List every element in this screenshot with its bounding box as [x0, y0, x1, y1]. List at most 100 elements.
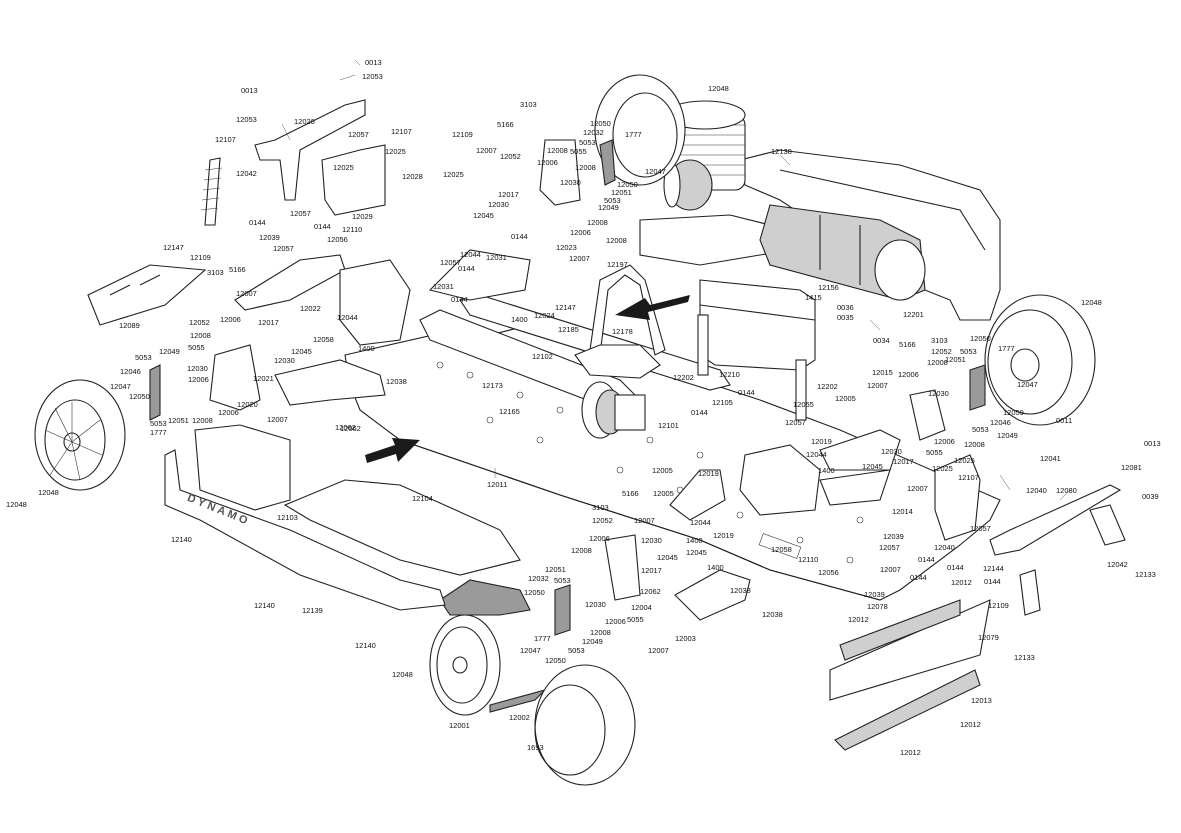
part-label: 12079 — [978, 633, 999, 642]
part-label: 12049 — [997, 431, 1018, 440]
part-label: 12058 — [313, 335, 334, 344]
part-label: 12202 — [817, 382, 838, 391]
part-label: 12025 — [333, 163, 354, 172]
part-label: 12202 — [673, 373, 694, 382]
part-label: 12045 — [473, 211, 494, 220]
part-label: 12051 — [545, 565, 566, 574]
suspension-arms — [234, 249, 901, 621]
part-label: 1400 — [686, 536, 703, 545]
tire-1693 — [534, 664, 636, 786]
part-label: 0035 — [837, 313, 854, 322]
part-label: 12048 — [392, 670, 413, 679]
part-label: 12021 — [253, 374, 274, 383]
part-label: 12001 — [449, 721, 470, 730]
part-label: 12007 — [907, 484, 928, 493]
part-label: 12028 — [402, 172, 423, 181]
fuel-tank-direction-arrow — [615, 295, 690, 320]
part-label: 5055 — [627, 615, 644, 624]
part-label: 12045 — [686, 548, 707, 557]
part-label: 12005 — [653, 489, 674, 498]
radio-tray-direction-arrow — [365, 438, 420, 463]
part-label: 1777 — [998, 344, 1015, 353]
part-label: 5055 — [926, 448, 943, 457]
part-label: 12005 — [652, 466, 673, 475]
part-label: 12044 — [690, 518, 711, 527]
part-label: 12109 — [452, 130, 473, 139]
part-label: 12007 — [880, 565, 901, 574]
part-label: 12007 — [569, 254, 590, 263]
part-label: 0144 — [947, 563, 964, 572]
part-label: 12140 — [355, 641, 376, 650]
part-label: 1400 — [511, 315, 528, 324]
part-label: 12103 — [277, 513, 298, 522]
roll-bar-12197 — [574, 264, 666, 379]
part-label: 1400 — [818, 466, 835, 475]
part-label: 12046 — [990, 418, 1011, 427]
leader-lines — [281, 59, 1071, 501]
part-label: 12049 — [582, 637, 603, 646]
part-label: 12107 — [958, 473, 979, 482]
part-label: 12050 — [617, 180, 638, 189]
part-label: 12025 — [954, 456, 975, 465]
part-label: 12050 — [545, 656, 566, 665]
part-label: 12048 — [708, 84, 729, 93]
part-label: 12104 — [412, 494, 433, 503]
part-label: 12006 — [898, 370, 919, 379]
part-label: 12133 — [1135, 570, 1156, 579]
part-label: 12007 — [267, 415, 288, 424]
radio-box — [194, 424, 291, 511]
part-label: 5166 — [497, 120, 514, 129]
part-label: 12030 — [881, 447, 902, 456]
part-label: 12139 — [302, 606, 323, 615]
part-label: 12008 — [587, 218, 608, 227]
rear-left-wheel — [34, 379, 126, 491]
part-label: 12012 — [960, 720, 981, 729]
part-label: 5166 — [229, 265, 246, 274]
part-label: 12201 — [903, 310, 924, 319]
part-label: 12030 — [488, 200, 509, 209]
part-label: 12040 — [934, 543, 955, 552]
front-left-wheel-12001 — [429, 579, 547, 716]
part-label: 12110 — [798, 555, 819, 564]
part-label: 12044 — [806, 450, 827, 459]
part-label: 12050 — [970, 334, 991, 343]
part-label: 5055 — [570, 147, 587, 156]
part-label: 5053 — [579, 138, 596, 147]
part-label: 0144 — [511, 232, 528, 241]
part-label: 12008 — [964, 440, 985, 449]
bumper-12079 — [829, 599, 991, 751]
part-label: 12140 — [254, 601, 275, 610]
part-label: 12019 — [811, 437, 832, 446]
part-label: 12057 — [879, 543, 900, 552]
part-label: 0013 — [365, 58, 382, 67]
part-label: 12020 — [237, 400, 258, 409]
part-label: 12048 — [1081, 298, 1102, 307]
muffler — [759, 204, 926, 301]
part-label: 12078 — [867, 602, 888, 611]
part-label: 12107 — [391, 127, 412, 136]
part-label: 12050 — [590, 119, 611, 128]
part-label: 12019 — [713, 531, 734, 540]
part-label: 12105 — [712, 398, 733, 407]
part-label: 12025 — [932, 464, 953, 473]
part-label: 12030 — [187, 364, 208, 373]
part-label: 12041 — [1040, 454, 1061, 463]
part-label: 12110 — [342, 225, 363, 234]
part-label: 12017 — [641, 566, 662, 575]
part-label: 1777 — [150, 428, 167, 437]
part-label: 12008 — [190, 331, 211, 340]
part-label: 12178 — [612, 327, 633, 336]
part-label: 12030 — [928, 389, 949, 398]
part-label: 12006 — [589, 534, 610, 543]
part-label: 12008 — [590, 628, 611, 637]
part-label: 12030 — [560, 178, 581, 187]
part-label: 0144 — [738, 388, 755, 397]
part-label: 12038 — [762, 610, 783, 619]
part-label: 12062 — [640, 587, 661, 596]
part-label: 12046 — [120, 367, 141, 376]
part-label: 12053 — [362, 72, 383, 81]
part-label: 12057 — [290, 209, 311, 218]
part-label: 12012 — [900, 748, 921, 757]
part-label: 5053 — [972, 425, 989, 434]
part-label: 12052 — [189, 318, 210, 327]
